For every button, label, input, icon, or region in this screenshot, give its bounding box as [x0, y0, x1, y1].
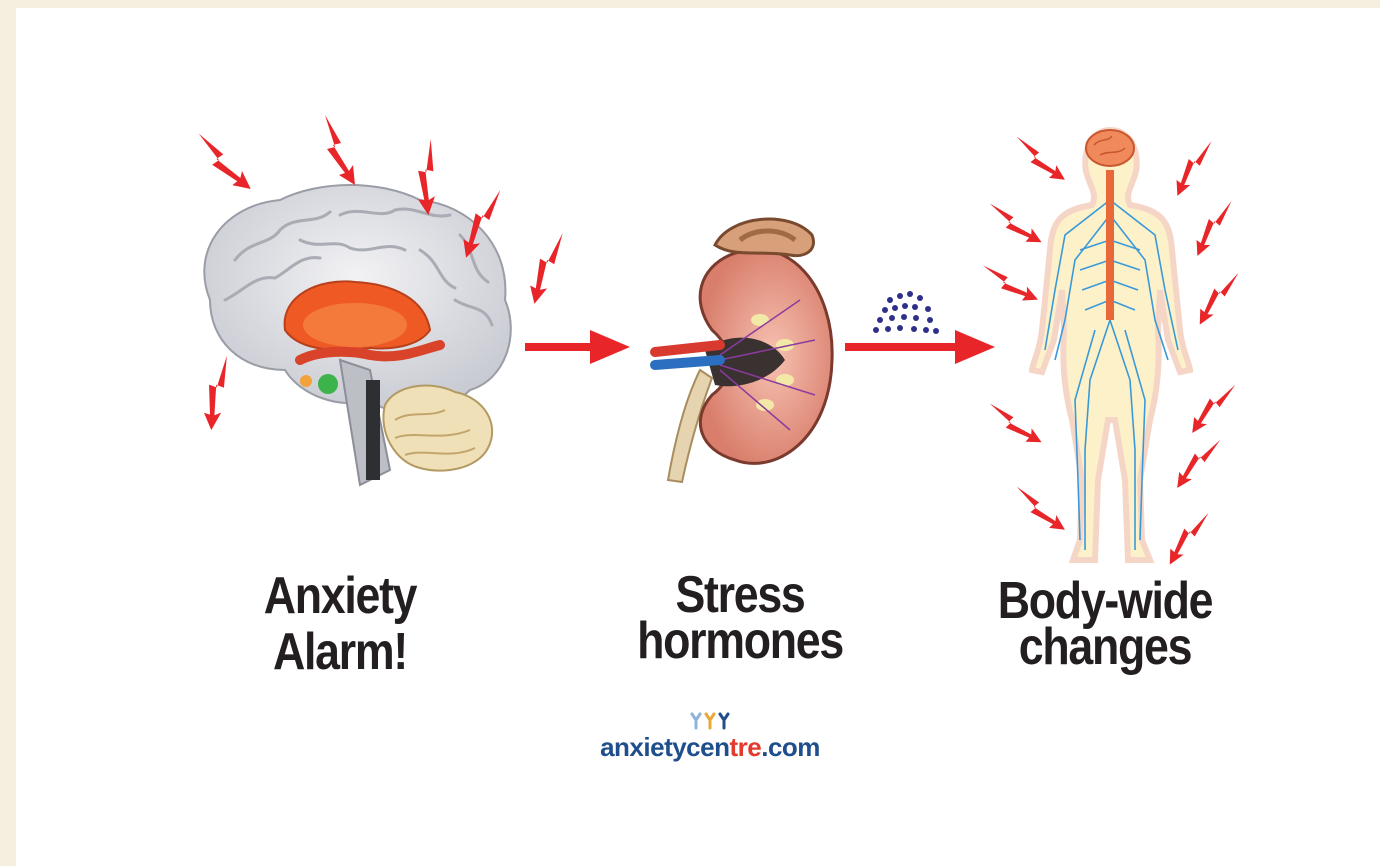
- stage-label-anxiety-alarm: Anxiety Alarm!: [194, 568, 486, 680]
- brand-logo: anxietycentre.com: [570, 712, 850, 763]
- stage-label-body-wide-changes: Body-wide changes: [980, 578, 1229, 670]
- brand-wordmark: anxietycentre.com: [570, 732, 850, 763]
- people-figures-icon: [680, 712, 740, 730]
- nervous-system-body-icon: [1032, 130, 1190, 560]
- hormone-particles-icon: [873, 291, 939, 334]
- brain-icon: [204, 185, 510, 485]
- stage-label-line: changes: [980, 624, 1229, 670]
- brand-part-accent: tre: [729, 732, 761, 762]
- kidney-adrenal-icon: [655, 219, 832, 482]
- stage-label-line: Anxiety Alarm!: [194, 568, 486, 680]
- stage-label-line: hormones: [620, 618, 861, 664]
- brand-part-primary: anxietycen: [600, 732, 729, 762]
- arrow-right-icon: [525, 330, 630, 364]
- arrow-right-icon: [845, 330, 995, 364]
- stage-label-stress-hormones: Stress hormones: [620, 572, 861, 664]
- brand-part-domain: .com: [761, 732, 820, 762]
